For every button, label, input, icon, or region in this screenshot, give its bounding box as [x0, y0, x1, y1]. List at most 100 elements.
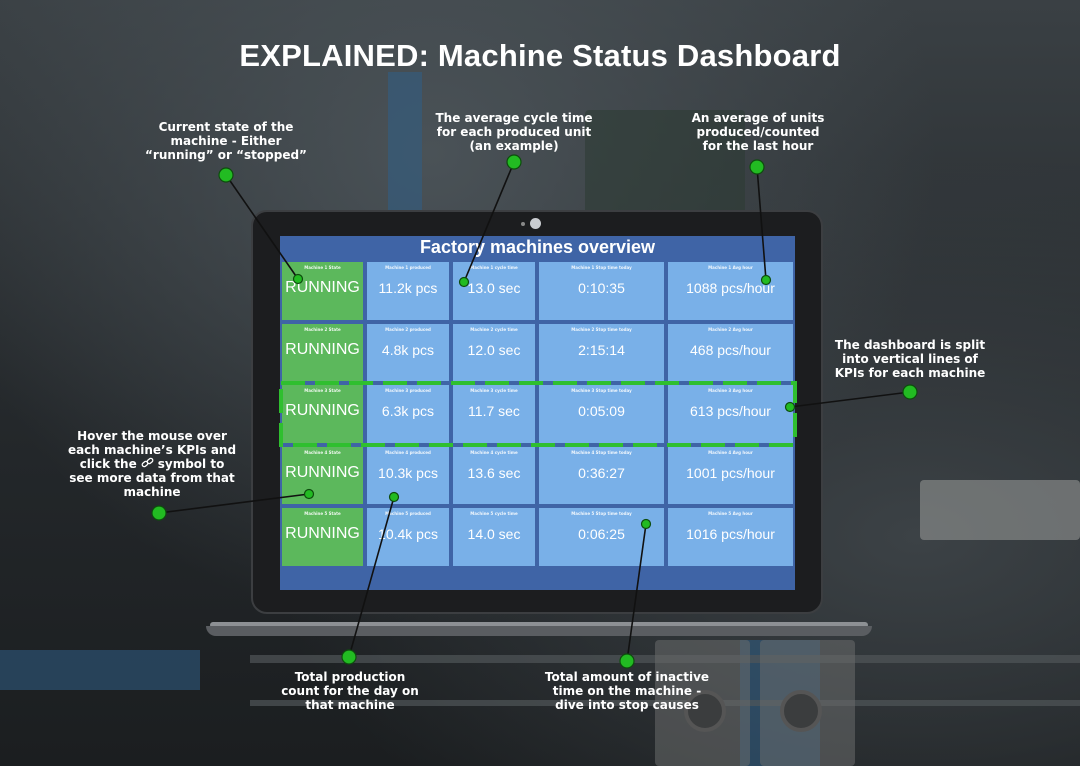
link-icon: [141, 457, 158, 471]
tile-value: 0:05:09: [578, 403, 625, 419]
tile-label: Machine 4 cycle time: [470, 450, 518, 455]
machine-1-cycle-time-tile[interactable]: Machine 1 cycle time 13.0 sec: [453, 262, 535, 320]
callout-hover: Hover the mouse over each machine’s KPIs…: [62, 429, 242, 499]
machine-3-stop-time-tile[interactable]: Machine 3 Stop time today 0:05:09: [539, 385, 664, 443]
tile-label: Machine 1 cycle time: [470, 265, 518, 270]
tile-label: Machine 2 Avg hour: [708, 327, 753, 332]
tile-label: Machine 4 Stop time today: [571, 450, 632, 455]
tile-label: Machine 2 Stop time today: [571, 327, 632, 332]
background-pipe: [0, 650, 200, 690]
laptop-sensor: [521, 222, 525, 226]
callout-dot-hover: [151, 505, 167, 521]
callout-line: see more data from that: [69, 471, 235, 485]
callout-line: Total amount of inactive: [544, 670, 710, 684]
tile-label: Machine 3 produced: [385, 388, 431, 393]
tile-value: 1016 pcs/hour: [686, 526, 775, 542]
machine-5-avg-hour-tile[interactable]: Machine 5 Avg hour 1016 pcs/hour: [668, 508, 793, 566]
callout-line: into vertical lines of: [842, 352, 978, 366]
machine-2-stop-time-tile[interactable]: Machine 2 Stop time today 2:15:14: [539, 324, 664, 381]
tile-label: Machine 1 Stop time today: [571, 265, 632, 270]
callout-line: machine - Either: [170, 134, 282, 148]
tile-value: 4.8k pcs: [381, 342, 435, 358]
machine-1-stop-time-tile[interactable]: Machine 1 Stop time today 0:10:35: [539, 262, 664, 320]
tile-value: 10.3k pcs: [378, 465, 438, 481]
machine-1-state-tile[interactable]: Machine 1 State RUNNING: [282, 262, 363, 320]
target-dot-cycle: [458, 276, 470, 288]
callout-line: each machine’s KPIs and: [67, 443, 237, 457]
callout-inactive: Total amount of inactive time on the mac…: [536, 670, 718, 712]
machine-1-avg-hour-tile[interactable]: Machine 1 Avg hour 1088 pcs/hour: [668, 262, 793, 320]
callout-line: KPIs for each machine: [834, 366, 986, 380]
tile-value: RUNNING: [285, 402, 360, 419]
tile-value: 13.6 sec: [467, 465, 521, 481]
tile-label: Machine 3 Stop time today: [571, 388, 632, 393]
callout-line-inactive: [626, 523, 647, 662]
machine-5-cycle-time-tile[interactable]: Machine 5 cycle time 14.0 sec: [453, 508, 535, 566]
target-dot-split: [784, 401, 796, 413]
callout-line-average: [756, 166, 767, 281]
callout-average-hour: An average of units produced/counted for…: [668, 111, 848, 153]
tile-label: Machine 1 State: [304, 265, 341, 270]
callout-state: Current state of the machine - Either “r…: [136, 120, 316, 162]
callout-dot-average: [749, 159, 765, 175]
target-dot-hover: [303, 488, 315, 500]
machine-2-produced-tile[interactable]: Machine 2 produced 4.8k pcs: [367, 324, 449, 381]
callout-dot-cycle: [506, 154, 522, 170]
tile-value: RUNNING: [285, 279, 360, 296]
laptop-base: [206, 626, 872, 636]
callout-line: for each produced unit: [436, 125, 592, 139]
callout-line: for the last hour: [702, 139, 814, 153]
tile-value: 12.0 sec: [467, 342, 521, 358]
tile-label: Machine 1 Avg hour: [708, 265, 753, 270]
machine-2-avg-hour-tile[interactable]: Machine 2 Avg hour 468 pcs/hour: [668, 324, 793, 381]
page-title: EXPLAINED: Machine Status Dashboard: [239, 38, 841, 73]
tile-value: 613 pcs/hour: [690, 403, 771, 419]
callout-cycle-time: The average cycle time for each produced…: [419, 111, 609, 153]
machine-2-cycle-time-tile[interactable]: Machine 2 cycle time 12.0 sec: [453, 324, 535, 381]
tile-value: 0:06:25: [578, 526, 625, 542]
callout-line: that machine: [305, 698, 395, 712]
machine-4-produced-tile[interactable]: Machine 4 produced 10.3k pcs: [367, 447, 449, 504]
background-cylinder: [585, 110, 745, 220]
target-dot-state: [292, 273, 304, 285]
tile-value: 11.2k pcs: [378, 280, 438, 296]
callout-dot-production: [341, 649, 357, 665]
machine-4-cycle-time-tile[interactable]: Machine 4 cycle time 13.6 sec: [453, 447, 535, 504]
laptop-hinge: [210, 622, 868, 628]
machine-4-avg-hour-tile[interactable]: Machine 4 Avg hour 1001 pcs/hour: [668, 447, 793, 504]
tile-value: RUNNING: [285, 464, 360, 481]
machine-4-stop-time-tile[interactable]: Machine 4 Stop time today 0:36:27: [539, 447, 664, 504]
machine-1-produced-tile[interactable]: Machine 1 produced 11.2k pcs: [367, 262, 449, 320]
tile-value: 1001 pcs/hour: [686, 465, 775, 481]
callout-line: time on the machine -: [552, 684, 702, 698]
callout-dot-split: [902, 384, 918, 400]
machine-3-state-tile[interactable]: Machine 3 State RUNNING: [282, 385, 363, 443]
callout-line-cycle: [463, 161, 515, 283]
machine-5-produced-tile[interactable]: Machine 5 produced 10.4k pcs: [367, 508, 449, 566]
callout-line-production: [348, 496, 395, 658]
machine-2-state-tile[interactable]: Machine 2 State RUNNING: [282, 324, 363, 381]
tile-value: RUNNING: [285, 341, 360, 358]
machine-3-avg-hour-tile[interactable]: Machine 3 Avg hour 613 pcs/hour: [668, 385, 793, 443]
tile-label: Machine 2 State: [304, 327, 341, 332]
callout-line: count for the day on: [281, 684, 419, 698]
tile-value: 6.3k pcs: [381, 403, 435, 419]
laptop-camera: [530, 218, 541, 229]
tile-label: Machine 5 Avg hour: [708, 511, 753, 516]
callout-line: machine: [123, 485, 181, 499]
callout-line: dive into stop causes: [555, 698, 699, 712]
background-bolt: [684, 690, 726, 732]
machine-4-state-tile[interactable]: Machine 4 State RUNNING: [282, 447, 363, 504]
tile-label: Machine 5 Stop time today: [571, 511, 632, 516]
tile-value: 468 pcs/hour: [690, 342, 771, 358]
target-dot-average: [760, 274, 772, 286]
callout-line-hover: [158, 493, 310, 514]
callout-line: click the symbol to: [62, 457, 242, 471]
machine-3-produced-tile[interactable]: Machine 3 produced 6.3k pcs: [367, 385, 449, 443]
machine-3-cycle-time-tile[interactable]: Machine 3 cycle time 11.7 sec: [453, 385, 535, 443]
tile-value: 1088 pcs/hour: [686, 280, 775, 296]
machine-5-state-tile[interactable]: Machine 5 State RUNNING: [282, 508, 363, 566]
machine-5-stop-time-tile[interactable]: Machine 5 Stop time today 0:06:25: [539, 508, 664, 566]
callout-line: The dashboard is split: [834, 338, 986, 352]
